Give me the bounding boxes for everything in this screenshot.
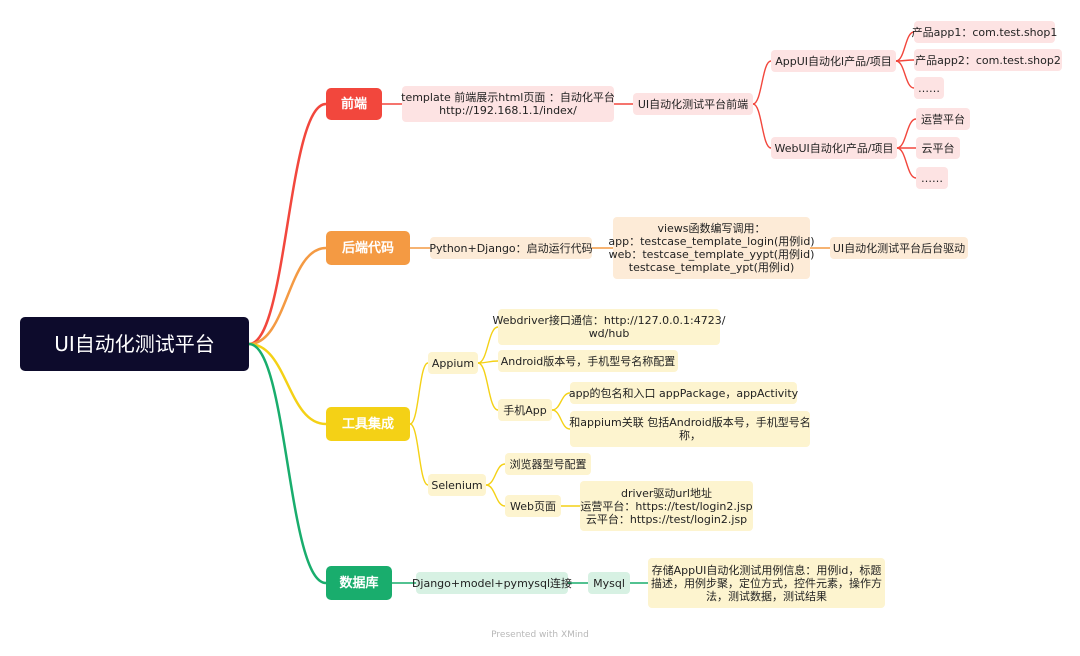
connector-tl_ap-tl_ph [477,362,499,411]
connector-tl_ph-tl_pk [551,392,571,411]
connector-tl_ap-tl_an [477,360,499,364]
connector-root-db [248,342,327,585]
connector-fe_web-fe_w1 [896,118,917,149]
python-django-node[interactable]: Python+Django：启动运行代码 [429,237,593,259]
web-page-node[interactable]: Web页面 [505,495,561,517]
connector-tl_ph-tl_lk [551,409,571,430]
views-node[interactable]: views函数编写调用：app：testcase_template_login(… [608,217,815,279]
branch-backend[interactable]: 后端代码 [326,231,410,265]
connector-tl_se-tl_wp [485,484,506,507]
web-yun-node[interactable]: 云平台 [916,137,960,159]
app-more-node[interactable]: …… [914,77,944,99]
app1-node[interactable]: 产品app1：com.test.shop1 [912,21,1057,43]
connector-fe_app-fe_a3 [895,60,915,89]
selenium-node[interactable]: Selenium [428,474,486,496]
connector-root-tl [248,342,327,426]
android-config-node[interactable]: Android版本号，手机型号名称配置 [498,350,678,372]
backend-driver-node[interactable]: UI自动化测试平台后台驱动 [830,237,968,259]
connector-fe_web-fe_w3 [896,147,917,179]
connector-root-be [248,246,327,346]
root-topic[interactable]: UI自动化测试平台 [20,317,249,371]
appui-node[interactable]: AppUI自动化l产品/项目 [771,50,896,72]
browser-config-node[interactable]: 浏览器型号配置 [505,453,591,475]
mysql-node[interactable]: Mysql [588,572,630,594]
connector-fe_u-fe_web [752,103,772,149]
branch-frontend[interactable]: 前端 [326,88,382,120]
ui-frontend-node[interactable]: UI自动化测试平台前端 [633,93,753,115]
webui-node[interactable]: WebUI自动化l产品/项目 [771,137,897,159]
connector-tl-tl_ap [409,362,429,425]
branch-database[interactable]: 数据库 [326,566,392,600]
branch-tools[interactable]: 工具集成 [326,407,410,441]
app2-node[interactable]: 产品app2：com.test.shop2 [914,49,1062,71]
driver-url-node[interactable]: driver驱动url地址运营平台：https://test/login2.js… [580,481,753,531]
connector-fe_u-fe_app [752,60,772,105]
footer-credit: Presented with XMind [491,630,589,640]
connector-fe_app-fe_a1 [895,31,915,62]
phone-app-node[interactable]: 手机App [498,399,552,421]
connector-tl-tl_se [409,423,429,486]
appium-node[interactable]: Appium [428,352,478,374]
app-package-node[interactable]: app的包名和入口 appPackage，appActivity [569,382,798,404]
appium-link-node[interactable]: 和appium关联 包括Android版本号，手机型号名称， [569,411,811,447]
connector-tl_ap-tl_wd [477,326,499,364]
web-more-node[interactable]: …… [916,167,948,189]
web-yunying-node[interactable]: 运营平台 [916,108,970,130]
django-model-node[interactable]: Django+model+pymysql连接 [412,572,572,594]
connector-tl_se-tl_br [485,463,506,486]
webdriver-node[interactable]: Webdriver接口通信：http://127.0.0.1:4723/wd/h… [493,309,725,345]
storage-info-node[interactable]: 存储AppUI自动化测试用例信息：用例id，标题描述，用例步聚，定位方式，控件元… [648,558,885,608]
connector-root-fe [248,102,327,346]
